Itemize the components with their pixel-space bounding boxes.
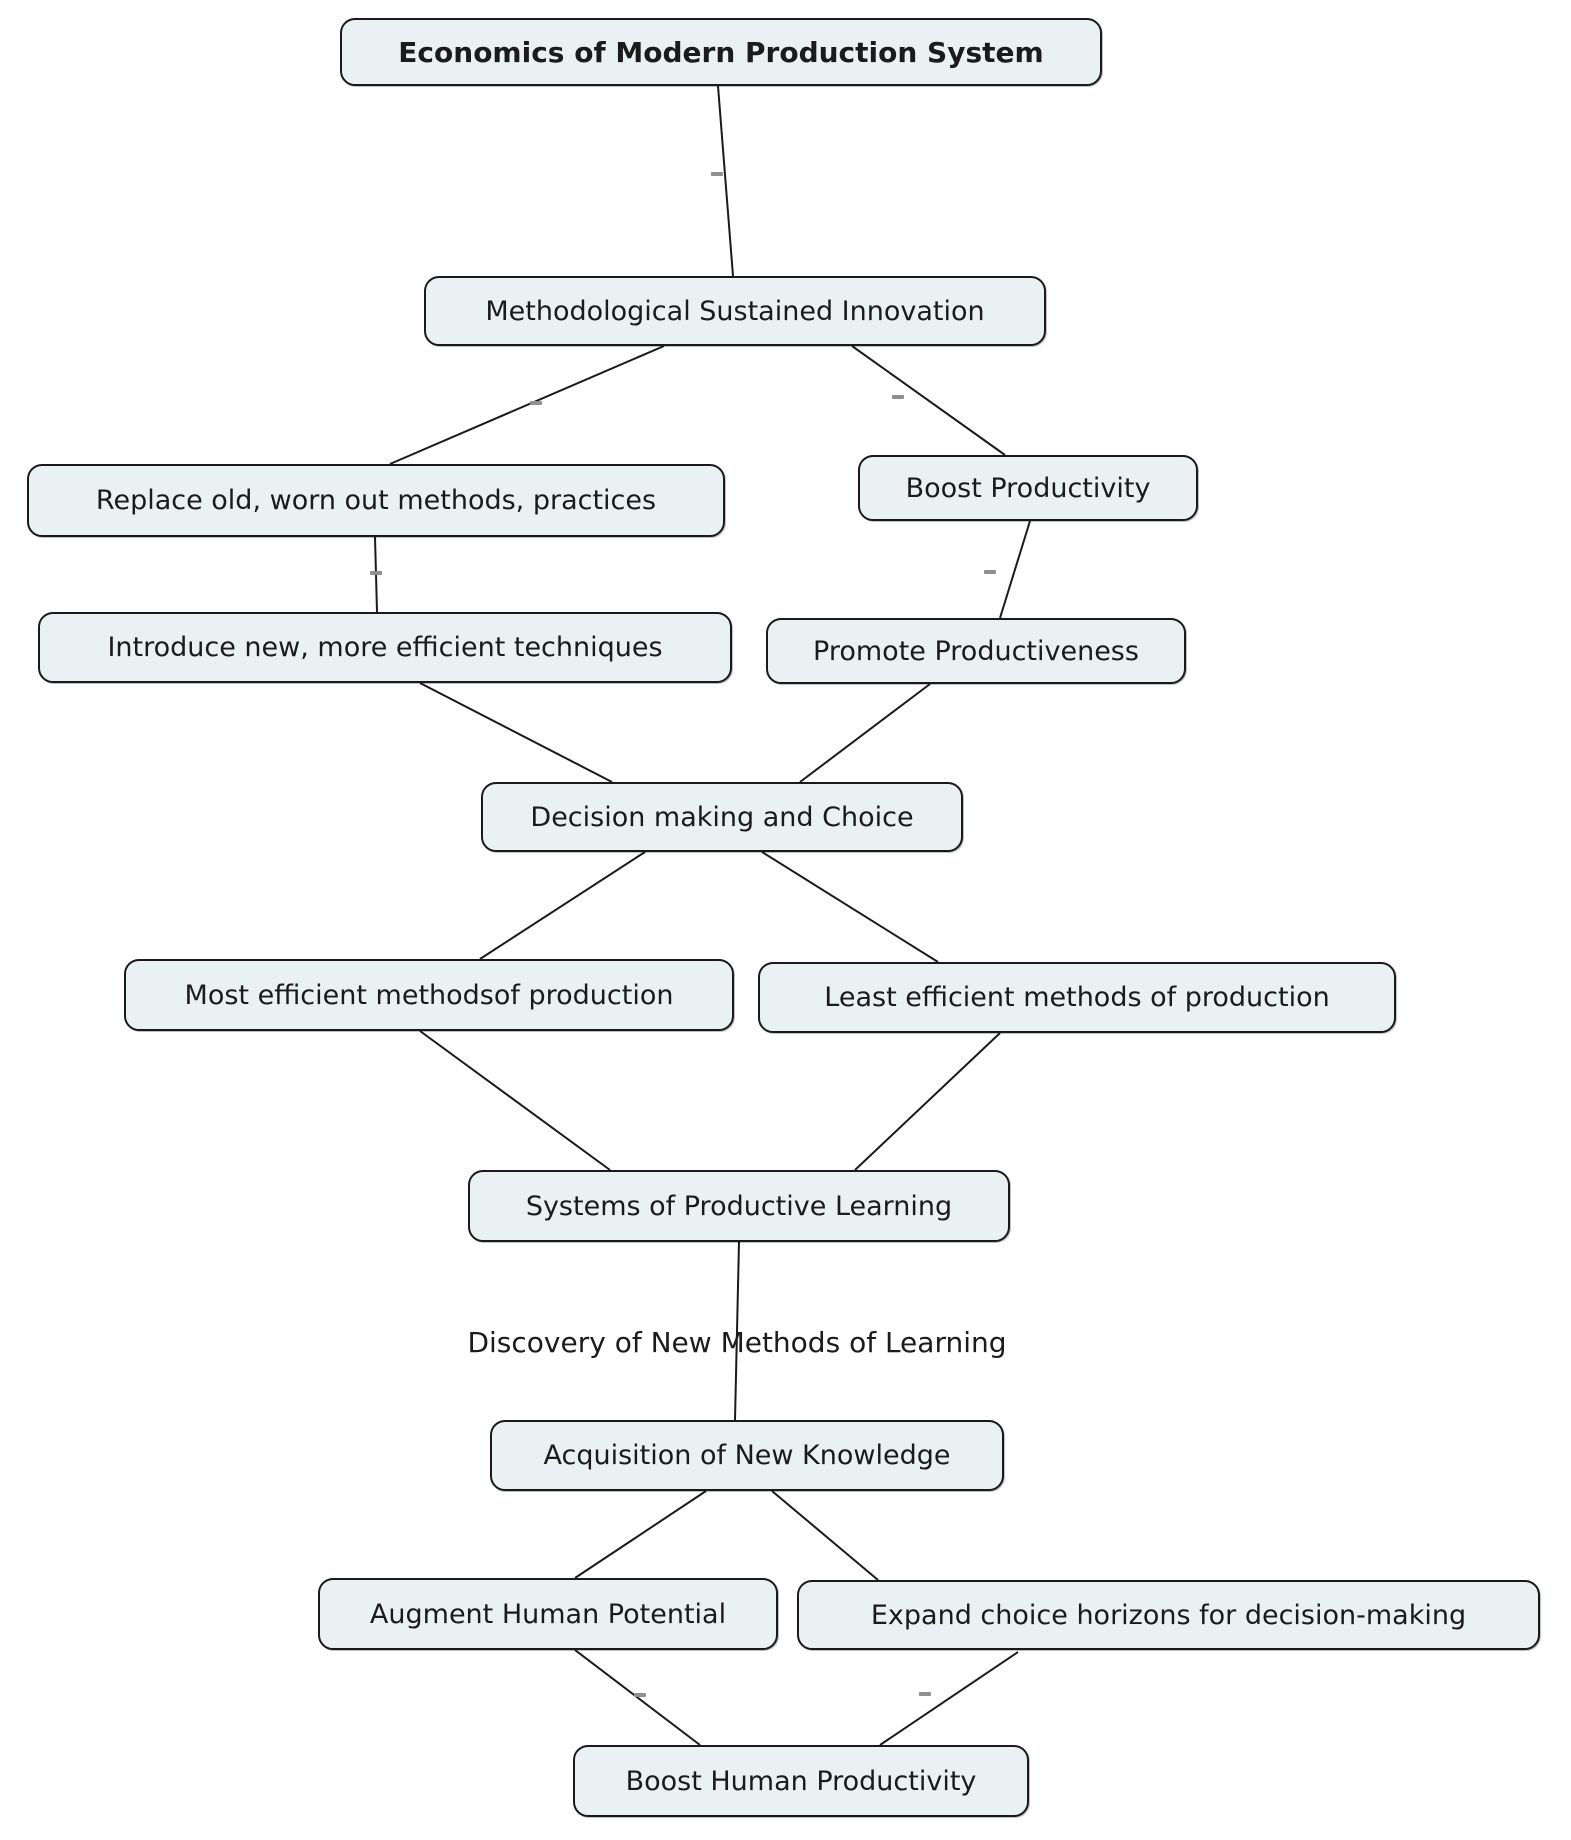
edge-methodological-boost [851,345,1006,456]
edge-augment-boosthuman [574,1649,701,1746]
edge-acquisition-expand [771,1490,879,1581]
edge-tick [892,395,904,399]
node-label: Replace old, worn out methods, practices [95,485,657,516]
node-label: Acquisition of New Knowledge [543,1440,951,1471]
node-most-efficient-methods: Most efficient methodsof production [124,959,734,1031]
node-label: Boost Productivity [905,472,1151,504]
edge-tick [530,401,542,405]
edge-promote-decision [799,683,931,783]
node-boost-productivity: Boost Productivity [858,455,1198,521]
node-label: Most efficient methodsof production [184,979,674,1011]
node-least-efficient-methods: Least efficient methods of production [758,962,1396,1033]
edge-label-discovery-of-new-methods-of-learning: Discovery of New Methods of Learning [467,1326,1007,1359]
edge-introduce-decision [419,682,613,783]
edge-systems-acquisition [734,1241,740,1421]
node-acquisition-of-new-knowledge: Acquisition of New Knowledge [490,1420,1004,1491]
node-expand-choice-horizons: Expand choice horizons for decision-maki… [797,1580,1540,1650]
node-label: Economics of Modern Production System [398,35,1044,69]
node-methodological-sustained-innovation: Methodological Sustained Innovation [424,276,1046,346]
node-label: Expand choice horizons for decision-maki… [870,1599,1467,1631]
edge-most-systems [419,1030,611,1171]
node-economics-of-modern-production-system: Economics of Modern Production System [340,18,1102,86]
node-label: Introduce new, more efficient techniques [107,632,663,663]
node-introduce-new-techniques: Introduce new, more efficient techniques [38,612,732,683]
node-label: Methodological Sustained Innovation [485,295,985,327]
node-label: Boost Human Productivity [625,1765,977,1797]
edge-tick [984,570,996,574]
edge-expand-boosthuman [879,1651,1019,1746]
edge-tick [711,172,723,176]
node-label: Least efficient methods of production [824,982,1330,1013]
node-label: Promote Productiveness [813,635,1139,667]
node-boost-human-productivity: Boost Human Productivity [573,1745,1029,1817]
edge-acquisition-augment [574,1490,707,1579]
edge-tick [919,1692,931,1696]
node-replace-old-worn-out-methods: Replace old, worn out methods, practices [27,464,725,537]
node-systems-of-productive-learning: Systems of Productive Learning [468,1170,1010,1242]
node-label: Augment Human Potential [369,1598,727,1630]
edge-decision-least [761,851,939,963]
edge-tick [634,1693,646,1697]
node-promote-productiveness: Promote Productiveness [766,618,1186,684]
edge-tick [370,571,382,575]
edge-boost-promote [999,520,1031,619]
edge-economics-methodological [717,85,734,277]
node-label: Systems of Productive Learning [525,1190,953,1222]
edge-methodological-replace [389,345,665,465]
node-label: Decision making and Choice [530,801,914,833]
node-augment-human-potential: Augment Human Potential [318,1578,778,1650]
node-decision-making-and-choice: Decision making and Choice [481,782,963,852]
edge-least-systems [854,1032,1001,1171]
edge-decision-most [479,851,646,960]
